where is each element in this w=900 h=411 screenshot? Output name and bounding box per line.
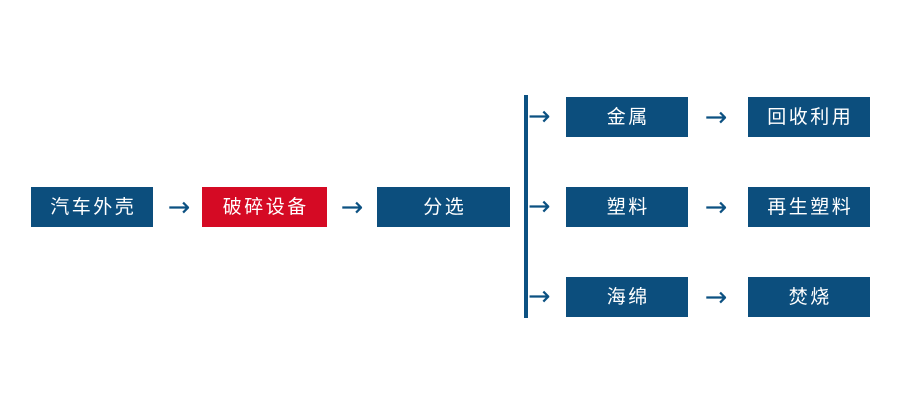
node-sorting[interactable]: 分选 xyxy=(377,187,510,227)
node-incineration[interactable]: 焚烧 xyxy=(748,277,870,317)
arrow-shell-to-shredder: → xyxy=(167,192,191,223)
node-car-shell[interactable]: 汽车外壳 xyxy=(31,187,153,227)
branch-spine-line xyxy=(524,95,528,318)
node-metal[interactable]: 金属 xyxy=(566,97,688,137)
node-regenerated-plastic[interactable]: 再生塑料 xyxy=(748,187,870,227)
arrow-metal-to-reuse: → xyxy=(704,102,728,133)
arrow-plastic-to-regenerated: → xyxy=(704,192,728,223)
branch-arrow-sponge: → xyxy=(528,281,551,312)
node-shredding-equipment[interactable]: 破碎设备 xyxy=(202,187,327,227)
node-sponge[interactable]: 海绵 xyxy=(566,277,688,317)
branch-arrow-plastic: → xyxy=(528,191,551,222)
arrow-shredder-to-sorting: → xyxy=(340,192,364,223)
node-recycle-reuse[interactable]: 回收利用 xyxy=(748,97,870,137)
branch-arrow-metal: → xyxy=(528,101,551,132)
arrow-sponge-to-incineration: → xyxy=(704,282,728,313)
node-plastic[interactable]: 塑料 xyxy=(566,187,688,227)
